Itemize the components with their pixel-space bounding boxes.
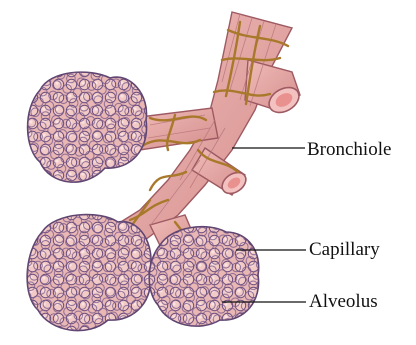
label-capillary: Capillary bbox=[309, 240, 380, 259]
alveolar-cluster-lower-right bbox=[149, 227, 258, 326]
alveolar-cluster-lower-left bbox=[27, 215, 151, 331]
label-alveolus: Alveolus bbox=[309, 292, 378, 311]
alveolar-cluster-upper-left bbox=[28, 72, 147, 182]
label-bronchiole: Bronchiole bbox=[307, 140, 391, 159]
